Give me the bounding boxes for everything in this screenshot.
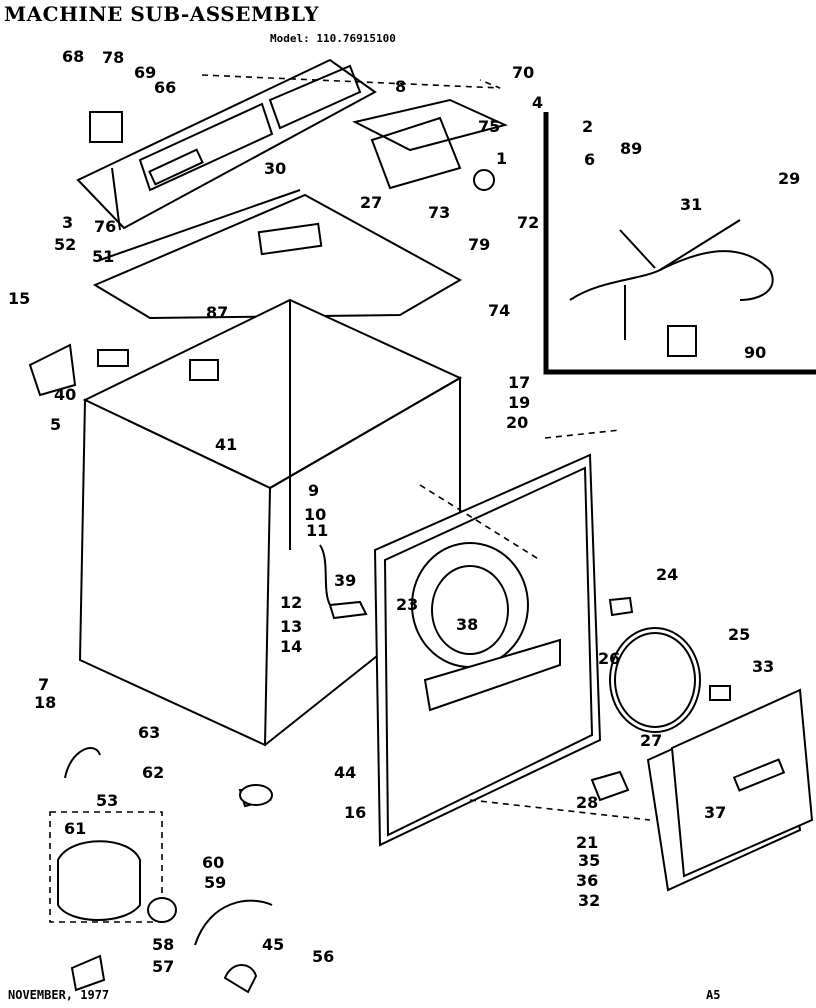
- callout-27: 27: [360, 193, 382, 212]
- callout-75: 75: [478, 117, 500, 136]
- footer-date: NOVEMBER, 1977: [8, 988, 110, 1002]
- model-number: Model: 110.76915100: [270, 32, 396, 45]
- callout-32: 32: [578, 891, 600, 910]
- diagram-drawing: [28, 58, 816, 994]
- callout-23: 23: [396, 595, 418, 614]
- callout-44: 44: [334, 763, 356, 782]
- page-title: MACHINE SUB-ASSEMBLY: [4, 2, 320, 26]
- callout-26: 26: [598, 649, 620, 668]
- callout-69: 69: [134, 63, 156, 82]
- callout-56: 56: [312, 947, 334, 966]
- callout-31: 31: [680, 195, 702, 214]
- callout-16: 16: [344, 803, 366, 822]
- callout-30: 30: [264, 159, 286, 178]
- callout-78: 78: [102, 48, 124, 67]
- footer-page: A5: [706, 988, 721, 1002]
- callout-24: 24: [656, 565, 678, 584]
- callout-labels: 68 78 69 66 70 8 4 75 1 2 89 6 29 30 27 …: [8, 47, 800, 976]
- callout-37: 37: [704, 803, 726, 822]
- callout-15: 15: [8, 289, 30, 308]
- callout-59: 59: [204, 873, 226, 892]
- callout-35: 35: [578, 851, 600, 870]
- callout-53: 53: [96, 791, 118, 810]
- callout-66: 66: [154, 78, 176, 97]
- callout-63: 63: [138, 723, 160, 742]
- callout-36: 36: [576, 871, 598, 890]
- callout-87: 87: [206, 303, 228, 322]
- callout-39: 39: [334, 571, 356, 590]
- callout-13: 13: [280, 617, 302, 636]
- callout-40: 40: [54, 385, 76, 404]
- callout-18: 18: [34, 693, 56, 712]
- callout-62: 62: [142, 763, 164, 782]
- callout-89: 89: [620, 139, 642, 158]
- callout-70: 70: [512, 63, 534, 82]
- callout-72: 72: [517, 213, 539, 232]
- callout-1: 1: [496, 149, 507, 168]
- callout-57: 57: [152, 957, 174, 976]
- callout-12: 12: [280, 593, 302, 612]
- callout-45: 45: [262, 935, 284, 954]
- callout-6: 6: [584, 150, 595, 169]
- callout-5: 5: [50, 415, 61, 434]
- callout-14: 14: [280, 637, 302, 656]
- callout-21: 21: [576, 833, 598, 852]
- callout-20: 20: [506, 413, 528, 432]
- callout-76: 76: [94, 217, 116, 236]
- callout-25: 25: [728, 625, 750, 644]
- callout-8: 8: [395, 77, 406, 96]
- callout-38: 38: [456, 615, 478, 634]
- callout-60: 60: [202, 853, 224, 872]
- callout-17: 17: [508, 373, 530, 392]
- callout-41: 41: [215, 435, 237, 454]
- callout-73: 73: [428, 203, 450, 222]
- callout-10: 10: [304, 505, 326, 524]
- callout-11: 11: [306, 521, 328, 540]
- callout-68: 68: [62, 47, 84, 66]
- callout-9: 9: [308, 481, 319, 500]
- callout-4: 4: [532, 93, 543, 112]
- callout-7: 7: [38, 675, 49, 694]
- callout-52: 52: [54, 235, 76, 254]
- callout-3: 3: [62, 213, 73, 232]
- callout-28: 28: [576, 793, 598, 812]
- callout-61: 61: [64, 819, 86, 838]
- callout-58: 58: [152, 935, 174, 954]
- callout-19: 19: [508, 393, 530, 412]
- callout-2: 2: [582, 117, 593, 136]
- callout-51: 51: [92, 247, 114, 266]
- callout-27b: 27: [640, 731, 662, 750]
- callout-33: 33: [752, 657, 774, 676]
- callout-74: 74: [488, 301, 510, 320]
- callout-90: 90: [744, 343, 766, 362]
- callout-79: 79: [468, 235, 490, 254]
- callout-29: 29: [778, 169, 800, 188]
